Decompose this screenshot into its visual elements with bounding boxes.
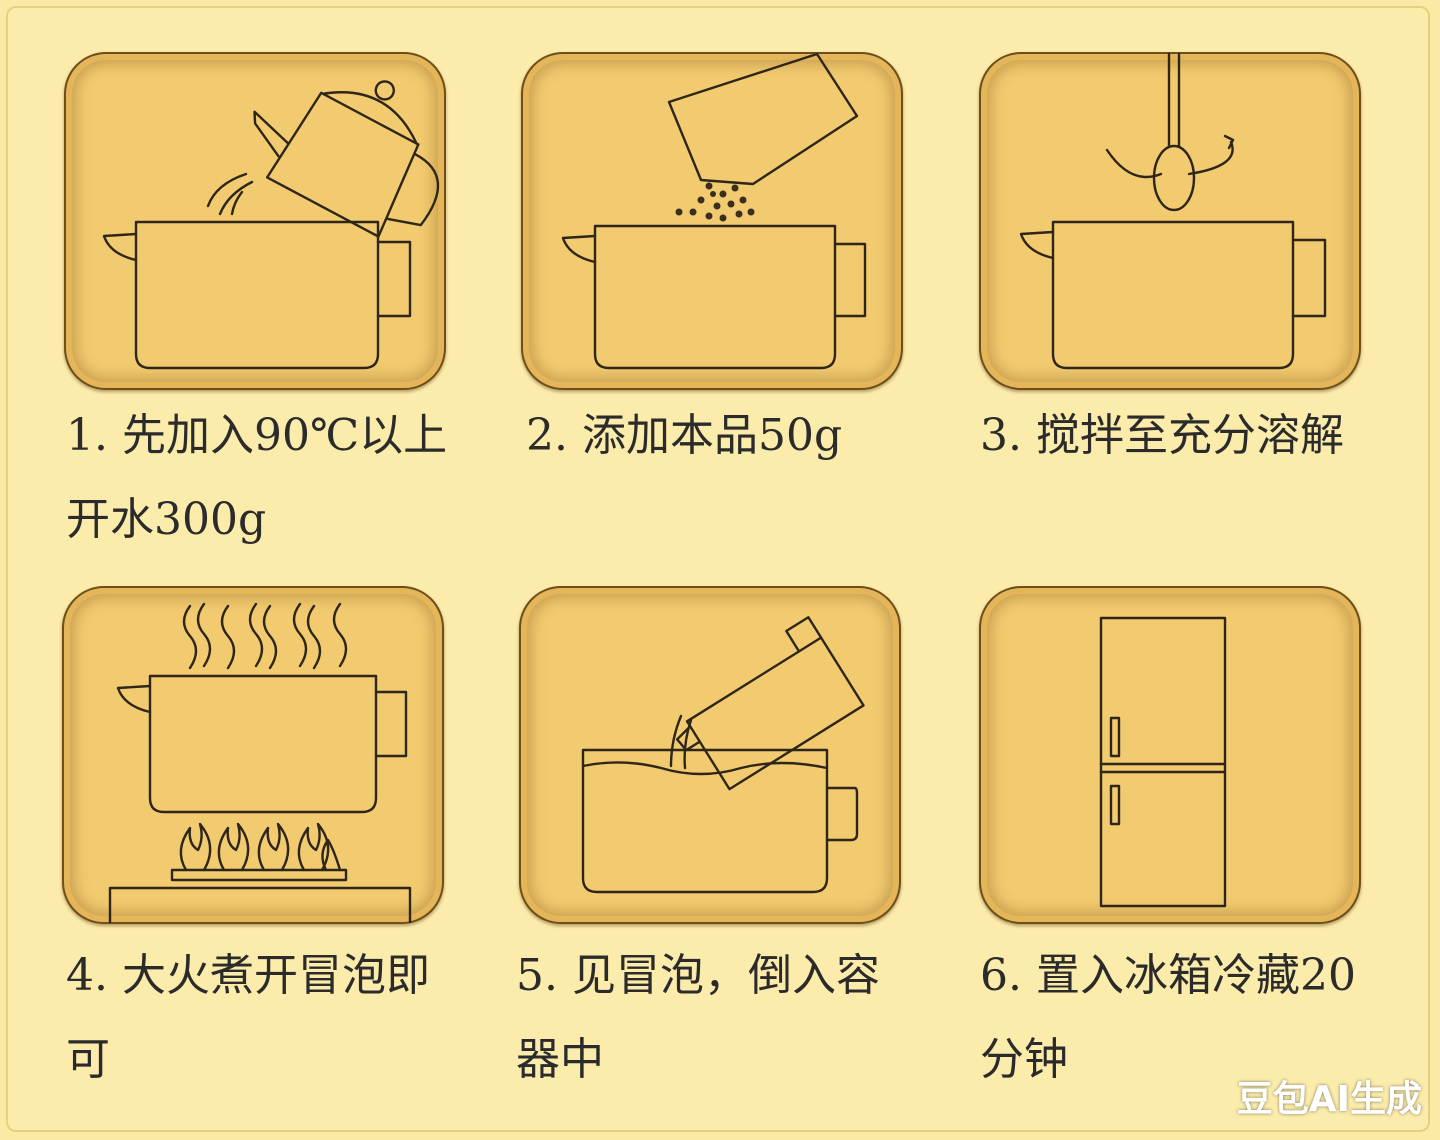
- step-2-tile: [521, 52, 903, 390]
- step-5-caption: 5. 见冒泡，倒入容器中: [516, 950, 880, 1085]
- step-5-tile: [519, 586, 901, 924]
- step-6-tile: [979, 586, 1361, 924]
- spoon-stir-icon: [1019, 52, 1327, 370]
- step-6-caption: 6. 置入冰箱冷藏20分钟: [980, 950, 1356, 1085]
- kettle-pour-icon: [102, 80, 440, 370]
- boiling-pot-icon: [108, 602, 412, 924]
- fridge-icon: [1099, 616, 1227, 908]
- powder-pour-icon: [561, 52, 867, 370]
- step-4-caption: 4. 大火煮开冒泡即可: [66, 950, 430, 1085]
- step-1-tile: [64, 52, 446, 390]
- step-2-caption: 2. 添加本品50g: [526, 410, 843, 461]
- step-3-caption: 3. 搅拌至充分溶解: [980, 410, 1344, 461]
- pour-container-icon: [581, 616, 865, 894]
- step-3-tile: [979, 52, 1361, 390]
- step-1-caption: 1. 先加入90℃以上开水300g: [66, 410, 448, 545]
- step-4-tile: [62, 586, 444, 924]
- watermark: 豆包AI生成: [1236, 1079, 1422, 1120]
